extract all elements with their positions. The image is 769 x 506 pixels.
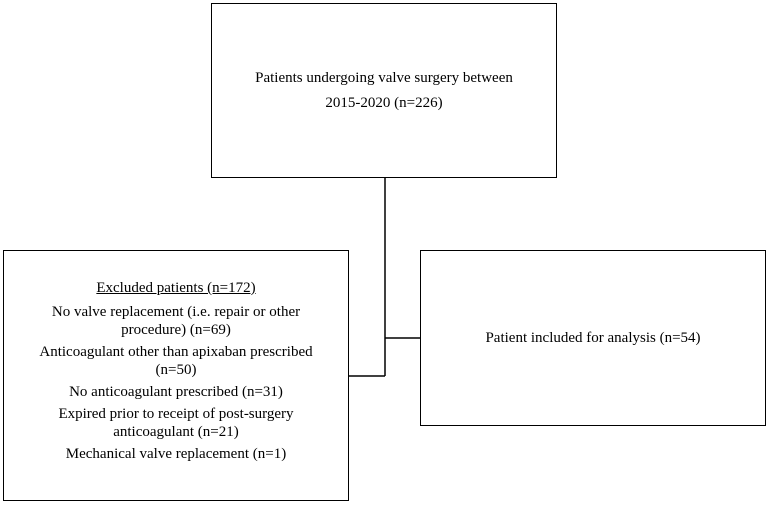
excluded-item: Mechanical valve replacement (n=1) [65, 446, 287, 462]
total-patients-box: Patients undergoing valve surgery betwee… [211, 3, 557, 178]
excluded-heading: Excluded patients (n=172) [96, 280, 256, 296]
included-patients-text: Patient included for analysis (n=54) [485, 330, 701, 346]
excluded-item: No anticoagulant prescribed (n=31) [69, 384, 283, 400]
excluded-item: Expired prior to receipt of post-surgery… [58, 406, 294, 440]
excluded-item: No valve replacement (i.e. repair or oth… [51, 304, 301, 338]
total-patients-text: Patients undergoing valve surgery betwee… [255, 69, 513, 111]
excluded-patients-box: Excluded patients (n=172) No valve repla… [3, 250, 349, 501]
excluded-item: Anticoagulant other than apixaban prescr… [39, 344, 313, 378]
included-patients-box: Patient included for analysis (n=54) [420, 250, 766, 426]
